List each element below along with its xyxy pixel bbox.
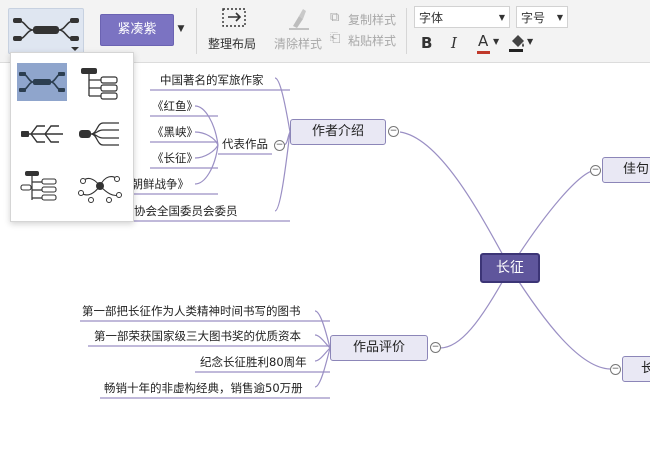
layout-option-fishbone[interactable]	[17, 115, 67, 153]
bold-button[interactable]: B	[421, 34, 433, 52]
font-family-value: 字体	[419, 11, 444, 25]
collapse-toggle-icon[interactable]: −	[274, 140, 285, 151]
copy-style-icon: ⧉	[330, 10, 340, 25]
mindmap-layout-icon	[13, 18, 79, 51]
topic-quotes[interactable]: 佳句	[602, 157, 650, 183]
layout-option-mindmap[interactable]	[17, 63, 67, 101]
mindmap-canvas[interactable]: 长征 作者介绍 − 中国著名的军旅作家 代表作品 − 《红鱼》 《黑峡》 《长征…	[0, 63, 650, 458]
work-item[interactable]: 《朝鲜战争》	[120, 177, 189, 191]
layout-option-free-form[interactable]	[75, 167, 125, 205]
collapse-toggle-icon[interactable]: −	[610, 364, 621, 375]
layout-option-tree-right[interactable]	[75, 115, 125, 153]
font-color-swatch	[477, 51, 490, 54]
root-topic[interactable]: 长征	[480, 253, 540, 283]
copy-style-button[interactable]: ⧉ 复制样式	[330, 10, 402, 28]
subtopic-famous-writer[interactable]: 中国著名的军旅作家	[160, 73, 264, 87]
review-item[interactable]: 第一部把长征作为人类精神时间书写的图书	[82, 304, 301, 318]
topic-author-intro[interactable]: 作者介绍	[290, 119, 386, 145]
fill-color-button[interactable]: ▼	[508, 32, 536, 54]
topic-work-review[interactable]: 作品评价	[330, 335, 428, 361]
arrange-layout-icon	[222, 8, 246, 27]
work-item[interactable]: 《黑峡》	[152, 125, 198, 139]
logic-chart-icon	[81, 68, 118, 100]
work-item[interactable]: 《红鱼》	[152, 99, 198, 113]
copy-style-label: 复制样式	[348, 13, 397, 27]
arrange-layout-label: 整理布局	[208, 37, 257, 51]
font-color-label: A	[478, 32, 489, 50]
toolbar-divider	[406, 8, 407, 54]
org-chart-icon	[20, 171, 57, 201]
paste-style-icon: ⎗	[330, 31, 341, 46]
review-item[interactable]: 第一部荣获国家级三大图书奖的优质资本	[94, 329, 301, 343]
font-size-select[interactable]: 字号 ▼	[516, 6, 568, 28]
chevron-down-icon: ▼	[556, 13, 563, 22]
collapse-toggle-icon[interactable]: −	[388, 126, 399, 137]
arrange-layout-button[interactable]: 整理布局	[206, 4, 262, 56]
clear-style-button[interactable]: 清除样式	[272, 4, 326, 56]
paste-style-label: 粘贴样式	[348, 34, 397, 48]
font-color-button[interactable]: A ▼	[476, 32, 504, 54]
mindmap-layout-icon	[19, 72, 65, 92]
toolbar-divider	[196, 8, 197, 54]
layout-option-logical-right[interactable]	[75, 63, 125, 101]
subtopic-works[interactable]: 代表作品	[222, 137, 268, 151]
fishbone-icon	[21, 125, 63, 143]
clear-style-label: 清除样式	[274, 37, 323, 51]
collapse-toggle-icon[interactable]: −	[590, 165, 601, 176]
theme-button[interactable]: 紧凑紫	[100, 14, 174, 46]
topic-partial[interactable]: 长	[622, 356, 650, 382]
chevron-down-icon: ▼	[498, 13, 505, 22]
brush-icon	[289, 9, 309, 30]
layout-options-popup	[10, 52, 134, 222]
chevron-down-icon: ▼	[527, 37, 534, 46]
work-item[interactable]: 《长征》	[152, 151, 198, 165]
paint-bucket-icon	[509, 35, 524, 52]
free-layout-icon	[78, 176, 122, 203]
review-item[interactable]: 畅销十年的非虚构经典，销售逾50万册	[104, 381, 303, 395]
layout-button[interactable]	[8, 8, 84, 54]
font-size-value: 字号	[521, 11, 546, 25]
chevron-down-icon: ▼	[493, 37, 500, 46]
theme-dropdown-icon[interactable]: ▼	[177, 24, 185, 34]
mindmap-connectors	[80, 77, 611, 399]
collapse-toggle-icon[interactable]: −	[430, 342, 441, 353]
tree-chart-icon	[79, 122, 119, 146]
paste-style-button[interactable]: ⎗ 粘贴样式	[330, 31, 402, 49]
layout-option-org-chart[interactable]	[17, 167, 67, 205]
font-family-select[interactable]: 字体 ▼	[414, 6, 510, 28]
review-item[interactable]: 纪念长征胜利80周年	[200, 355, 307, 369]
italic-button[interactable]: I	[451, 34, 457, 52]
